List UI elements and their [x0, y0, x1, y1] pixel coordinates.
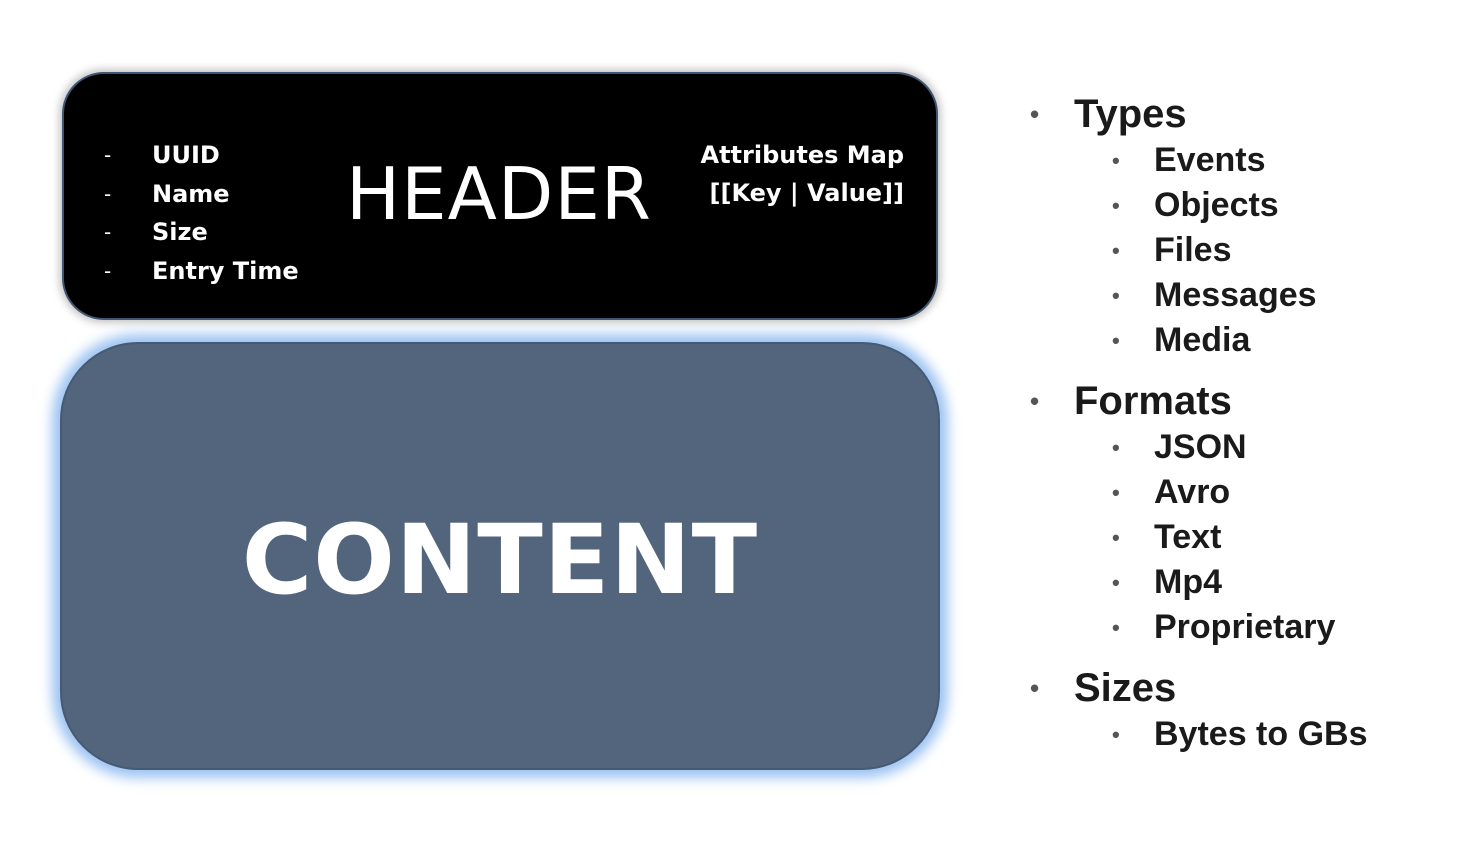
group-heading: • Sizes: [1030, 664, 1368, 712]
bullet-icon: •: [1112, 282, 1120, 308]
list-item-label: Text: [1154, 518, 1222, 556]
group-heading-label: Types: [1074, 91, 1187, 136]
list-item: • Bytes to GBs: [1112, 712, 1368, 757]
list-item-label: Avro: [1154, 473, 1231, 511]
content-title: CONTENT: [241, 504, 759, 616]
group-heading: • Types: [1030, 90, 1368, 138]
sub-list: • Bytes to GBs: [1030, 712, 1368, 757]
bullet-icon: •: [1030, 98, 1040, 129]
header-field-label: UUID: [152, 141, 220, 170]
header-field: - Name: [104, 175, 299, 214]
group-heading: • Formats: [1030, 377, 1368, 425]
bullet-icon: •: [1112, 569, 1120, 595]
header-field-label: Size: [152, 218, 208, 247]
bullet-icon: •: [1112, 434, 1120, 460]
group-heading-label: Sizes: [1074, 665, 1177, 710]
header-field-list: - UUID - Name - Size - Entry Time: [104, 136, 299, 290]
list-item-label: Objects: [1154, 186, 1279, 224]
header-field-label: Entry Time: [152, 256, 299, 285]
list-item: • Messages: [1112, 273, 1368, 318]
bullet-icon: •: [1030, 385, 1040, 416]
list-item: • Avro: [1112, 470, 1368, 515]
notes-group-types: • Types • Events • Objects • Files • Message…: [1030, 90, 1368, 363]
header-field: - Entry Time: [104, 252, 299, 291]
list-item-label: Bytes to GBs: [1154, 715, 1368, 753]
bullet-icon: •: [1112, 721, 1120, 747]
bullet-icon: •: [1112, 479, 1120, 505]
bullet-icon: •: [1030, 672, 1040, 703]
list-item: • Text: [1112, 515, 1368, 560]
notes-list: • Types • Events • Objects • Files • Message…: [1030, 90, 1368, 771]
sub-list: • JSON • Avro • Text • Mp4 • Proprietary: [1030, 425, 1368, 650]
attributes-map-label: Attributes Map: [700, 141, 905, 169]
group-heading-label: Formats: [1074, 378, 1232, 423]
list-item: • Proprietary: [1112, 605, 1368, 650]
bullet-icon: •: [1112, 524, 1120, 550]
list-item-label: JSON: [1154, 428, 1247, 466]
list-item-label: Messages: [1154, 276, 1317, 314]
bullet-icon: •: [1112, 614, 1120, 640]
header-box: - UUID - Name - Size - Entry Time HEADER…: [62, 72, 938, 320]
notes-group-formats: • Formats • JSON • Avro • Text • Mp4 • Propri…: [1030, 377, 1368, 650]
list-item: • Objects: [1112, 183, 1368, 228]
content-box: CONTENT: [60, 342, 940, 770]
sub-list: • Events • Objects • Files • Messages • Media: [1030, 138, 1368, 363]
notes-group-sizes: • Sizes • Bytes to GBs: [1030, 664, 1368, 757]
header-field-label: Name: [152, 179, 230, 208]
list-item: • Events: [1112, 138, 1368, 183]
bullet-icon: •: [1112, 327, 1120, 353]
list-item-label: Files: [1154, 231, 1232, 269]
list-item-label: Proprietary: [1154, 608, 1336, 646]
list-item-label: Events: [1154, 141, 1266, 179]
dash-bullet: -: [104, 220, 112, 245]
list-item-label: Media: [1154, 321, 1251, 359]
dash-bullet: -: [104, 258, 112, 283]
dash-bullet: -: [104, 143, 112, 168]
dash-bullet: -: [104, 181, 112, 206]
list-item: • Files: [1112, 228, 1368, 273]
list-item-label: Mp4: [1154, 563, 1222, 601]
bullet-icon: •: [1112, 192, 1120, 218]
bullet-icon: •: [1112, 237, 1120, 263]
list-item: • Media: [1112, 318, 1368, 363]
bullet-icon: •: [1112, 147, 1120, 173]
header-field: - Size: [104, 213, 299, 252]
list-item: • Mp4: [1112, 560, 1368, 605]
attributes-map-format: [[Key | Value]]: [709, 179, 905, 207]
list-item: • JSON: [1112, 425, 1368, 470]
attributes-map: Attributes Map [[Key | Value]]: [701, 136, 905, 212]
header-title: HEADER: [346, 152, 652, 236]
header-field: - UUID: [104, 136, 299, 175]
